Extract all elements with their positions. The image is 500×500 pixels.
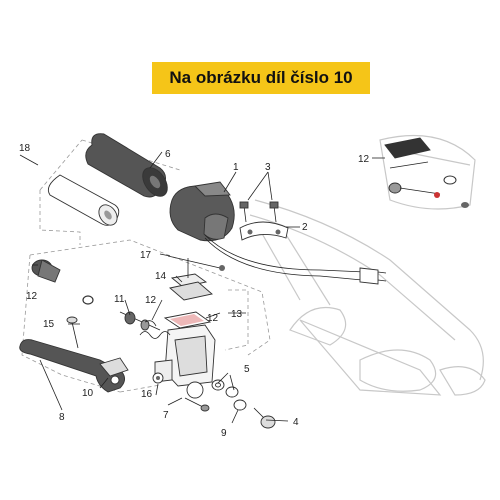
washer-part-16 bbox=[152, 372, 164, 384]
washer-part-9 bbox=[233, 399, 247, 411]
grip-part-6 bbox=[85, 133, 168, 198]
throttle-tube bbox=[47, 174, 120, 226]
callout-9: 9 bbox=[221, 428, 227, 439]
washers-part-5 bbox=[211, 379, 239, 398]
banjo-bolt-part-4 bbox=[253, 407, 276, 429]
callout-10: 10 bbox=[82, 388, 94, 399]
bolt-part-17 bbox=[167, 255, 225, 271]
callout-14: 14 bbox=[155, 271, 167, 282]
callout-7: 7 bbox=[163, 410, 169, 421]
leader-lines bbox=[19, 151, 385, 424]
switch-housing-part-1 bbox=[169, 181, 235, 242]
callout-12-center: 12 bbox=[207, 313, 219, 324]
callout-15: 15 bbox=[43, 319, 55, 330]
bleed-screw-part-7 bbox=[184, 397, 210, 412]
callout-1: 1 bbox=[233, 162, 239, 173]
callout-2: 2 bbox=[302, 222, 308, 233]
callout-16: 16 bbox=[141, 389, 153, 400]
callout-13: 13 bbox=[231, 309, 243, 320]
callout-3: 3 bbox=[265, 162, 271, 173]
callout-4: 4 bbox=[293, 417, 299, 428]
reservoir-cap-part-14 bbox=[169, 258, 213, 301]
inset-detail bbox=[384, 137, 469, 208]
screws-part-3 bbox=[239, 201, 279, 223]
screw-part-15 bbox=[66, 316, 79, 349]
part-number-banner: Na obrázku díl číslo 10 bbox=[152, 62, 370, 94]
callout-12-left: 12 bbox=[26, 291, 38, 302]
diaphragm-part-12 bbox=[163, 311, 212, 329]
clamp-part-2 bbox=[239, 221, 289, 241]
callout-labels: 1 2 3 4 5 6 7 8 9 10 11 12 12 12 12 13 1… bbox=[19, 143, 370, 439]
wiring-harness bbox=[204, 234, 387, 285]
callout-6: 6 bbox=[165, 149, 171, 160]
master-cylinder-body bbox=[154, 324, 216, 399]
callout-12-inset: 12 bbox=[358, 154, 370, 165]
dust-cap-part-12 bbox=[31, 259, 94, 305]
callout-17: 17 bbox=[140, 250, 152, 261]
brake-lever-part-8 bbox=[19, 339, 127, 393]
callout-5: 5 bbox=[244, 364, 250, 375]
callout-18: 18 bbox=[19, 143, 31, 154]
pivot-part-10 bbox=[99, 357, 129, 377]
piston-assembly bbox=[119, 311, 171, 339]
callout-11: 11 bbox=[114, 294, 125, 305]
frame-outline bbox=[249, 134, 486, 396]
callout-12-mid: 12 bbox=[145, 295, 157, 306]
banner-text: Na obrázku díl číslo 10 bbox=[169, 68, 353, 87]
callout-8: 8 bbox=[59, 412, 65, 423]
